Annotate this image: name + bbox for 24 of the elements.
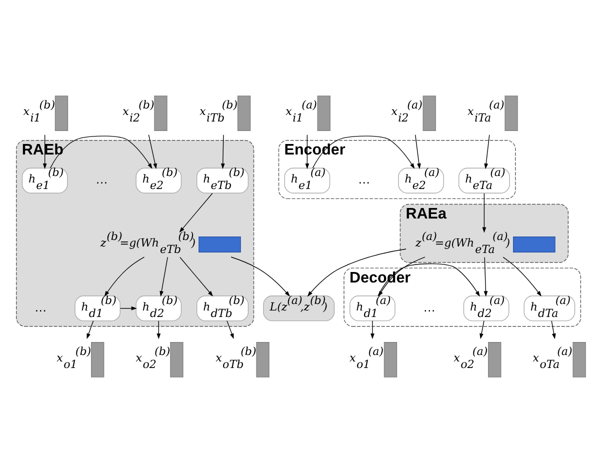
arrow xyxy=(480,320,484,339)
arrow xyxy=(226,320,234,339)
arrow xyxy=(104,256,145,296)
arrow xyxy=(120,306,137,310)
arrow xyxy=(502,256,542,296)
arrow xyxy=(551,320,556,339)
label: … xyxy=(96,172,108,186)
arrow xyxy=(484,256,488,296)
label: … xyxy=(358,172,370,186)
arrow xyxy=(484,134,490,169)
arrow xyxy=(179,192,213,232)
arrow xyxy=(370,320,374,339)
arrow xyxy=(160,256,168,296)
arrow xyxy=(180,256,214,296)
arrow xyxy=(50,135,152,168)
arrow xyxy=(230,256,290,296)
arrow xyxy=(415,134,421,169)
arrow xyxy=(86,320,94,339)
arrow xyxy=(148,134,157,169)
arrow xyxy=(156,320,161,339)
arrow xyxy=(220,134,225,169)
label: … xyxy=(34,300,47,314)
label: … xyxy=(423,300,436,314)
arrow xyxy=(482,192,486,232)
